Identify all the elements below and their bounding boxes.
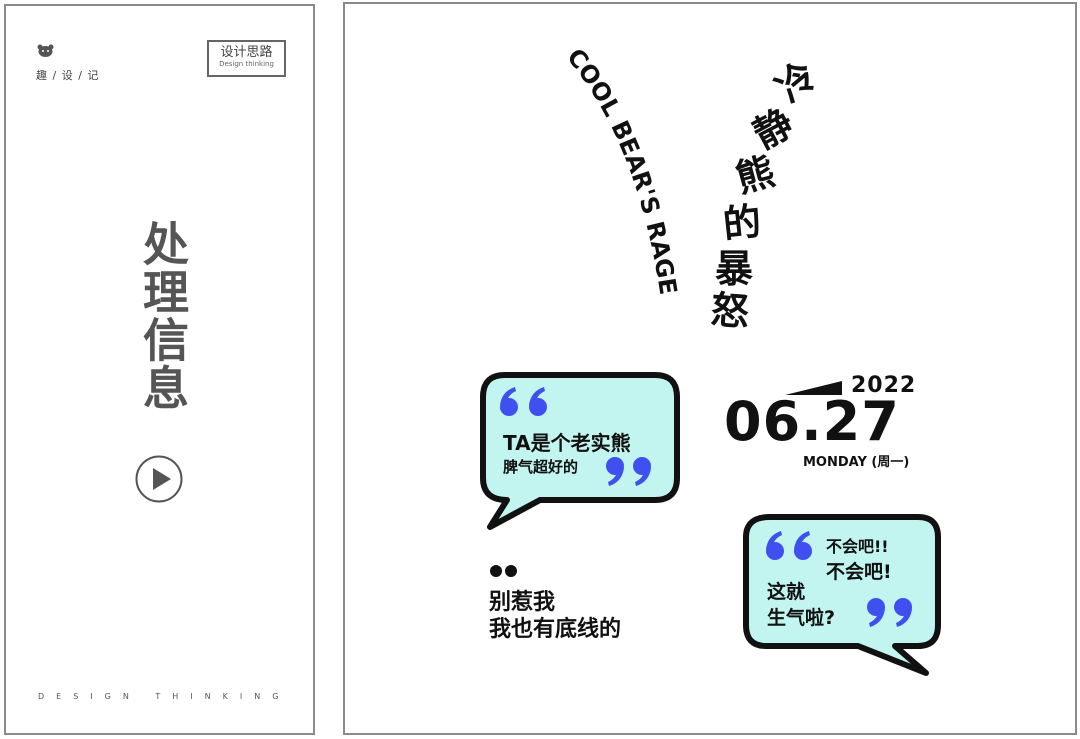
date-day: MONDAY (周一): [803, 455, 910, 470]
arc-title-en-path: COOL BEAR'S RAGE: [561, 43, 682, 297]
quote-open-icon: [766, 531, 812, 560]
quote-open-icon: [500, 387, 547, 416]
tag-subtitle: Design thinking: [219, 60, 274, 68]
arc-title-cn-char: 暴: [715, 247, 753, 291]
speech-bubble-1: [480, 372, 680, 530]
bubble2-line3: 这就: [767, 581, 806, 603]
arc-title-en: COOL BEAR'S RAGE: [561, 43, 682, 297]
play-icon[interactable]: [135, 455, 183, 503]
right-panel: [343, 2, 1077, 735]
quote-text: 别惹我 我也有底线的: [489, 589, 621, 643]
arc-title-cn-char: 静: [746, 101, 800, 158]
brand-text: 趣 / 设 / 记: [36, 69, 100, 82]
arc-title-cn-char: 怒: [709, 288, 750, 335]
arc-title-cn-char: 熊: [731, 149, 779, 201]
brand: 趣 / 设 / 记: [36, 42, 99, 83]
date-year: 2022: [851, 373, 917, 398]
quote-close-icon: [606, 457, 651, 486]
bear-logo-icon: [37, 44, 54, 57]
quote-close-icon: [867, 598, 912, 627]
arc-title-cn-char: 的: [721, 199, 763, 247]
speech-bubble-2: [743, 514, 941, 676]
tag-title: 设计思路: [220, 45, 273, 60]
design-thinking-tag: 设计思路 Design thinking: [207, 40, 286, 77]
bubble1-line2: 脾气超好的: [503, 458, 579, 476]
small-quote-icon: [490, 565, 517, 577]
date-main: 06.27: [724, 390, 900, 453]
date-wedge: [785, 381, 842, 395]
left-panel: 趣 / 设 / 记 设计思路 Design thinking 处理信息 DESI…: [4, 4, 315, 735]
footer-text: DESIGN THINKING: [38, 692, 291, 701]
quote-line-2: 我也有底线的: [489, 617, 622, 642]
bubble2-line4: 生气啦?: [767, 607, 836, 629]
bubble2-line2: 不会吧!: [826, 561, 892, 583]
bubble2-line1: 不会吧!!: [826, 537, 889, 556]
page-title: 处理信息: [136, 220, 190, 412]
bubble1-line1: TA是个老实熊: [503, 431, 631, 455]
quote-line-1: 别惹我: [489, 590, 556, 615]
